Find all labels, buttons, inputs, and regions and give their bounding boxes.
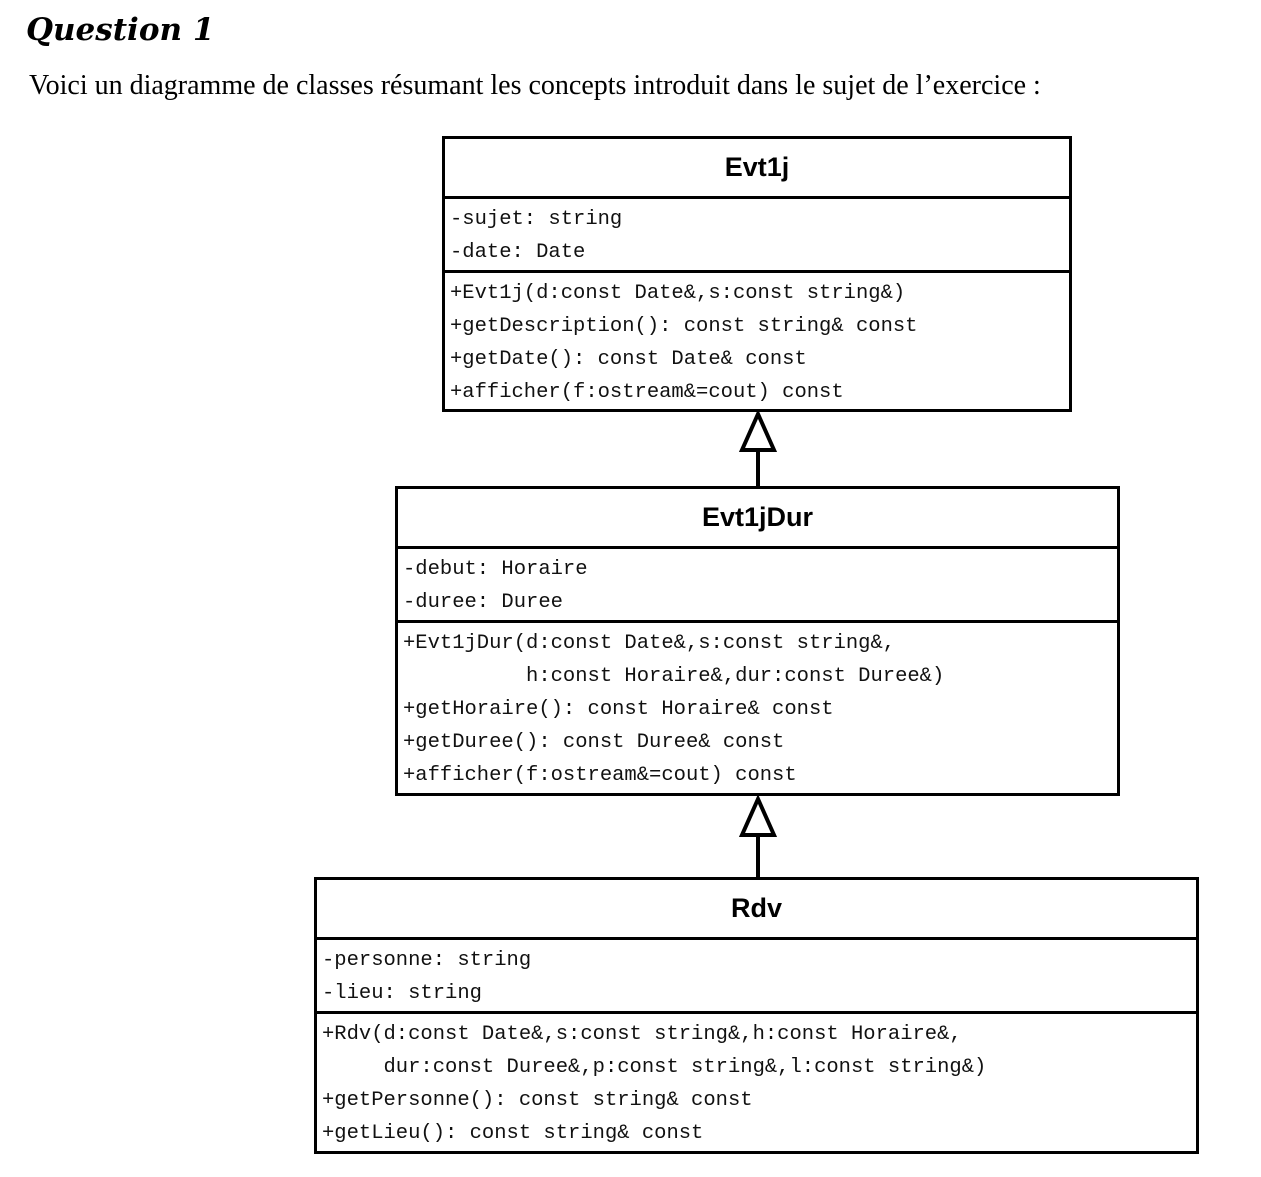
class-rdv: Rdv -personne: string -lieu: string +Rdv…: [314, 877, 1199, 1154]
arrow-head: [738, 410, 778, 452]
method: +Rdv(d:const Date&,s:const string&,h:con…: [322, 1023, 962, 1046]
method: +getPersonne(): const string& const: [322, 1089, 753, 1112]
attributes-compartment: -debut: Horaire -duree: Duree: [398, 549, 1117, 623]
class-name: Rdv: [317, 880, 1196, 940]
attribute: -personne: string: [322, 949, 532, 972]
method: +getLieu(): const string& const: [322, 1122, 704, 1145]
intro-text: Voici un diagramme de classes résumant l…: [29, 70, 1041, 101]
method: h:const Horaire&,dur:const Duree&): [403, 665, 945, 688]
method: dur:const Duree&,p:const string&,l:const…: [322, 1056, 987, 1079]
method: +Evt1j(d:const Date&,s:const string&): [450, 282, 906, 305]
method: +getDuree(): const Duree& const: [403, 731, 785, 754]
class-evt1j: Evt1j -sujet: string -date: Date +Evt1j(…: [442, 136, 1072, 412]
attribute: -duree: Duree: [403, 591, 563, 614]
methods-compartment: +Evt1jDur(d:const Date&,s:const string&,…: [398, 623, 1117, 792]
method: +Evt1jDur(d:const Date&,s:const string&,: [403, 632, 896, 655]
arrow-head: [738, 795, 778, 837]
method: +afficher(f:ostream&=cout) const: [403, 764, 797, 787]
inheritance-arrow: [738, 795, 778, 879]
methods-compartment: +Evt1j(d:const Date&,s:const string&) +g…: [445, 273, 1069, 409]
method: +afficher(f:ostream&=cout) const: [450, 381, 844, 404]
class-name: Evt1j: [445, 139, 1069, 199]
method: +getHoraire(): const Horaire& const: [403, 698, 834, 721]
class-name: Evt1jDur: [398, 489, 1117, 549]
attribute: -sujet: string: [450, 208, 623, 231]
attribute: -lieu: string: [322, 982, 482, 1005]
inheritance-arrow: [738, 410, 778, 488]
method: +getDescription(): const string& const: [450, 315, 918, 338]
method: +getDate(): const Date& const: [450, 348, 807, 371]
methods-compartment: +Rdv(d:const Date&,s:const string&,h:con…: [317, 1014, 1196, 1150]
attributes-compartment: -personne: string -lieu: string: [317, 940, 1196, 1014]
attributes-compartment: -sujet: string -date: Date: [445, 199, 1069, 273]
attribute: -date: Date: [450, 241, 586, 264]
class-evt1jdur: Evt1jDur -debut: Horaire -duree: Duree +…: [395, 486, 1120, 796]
question-heading: Question 1: [26, 12, 215, 48]
attribute: -debut: Horaire: [403, 558, 588, 581]
